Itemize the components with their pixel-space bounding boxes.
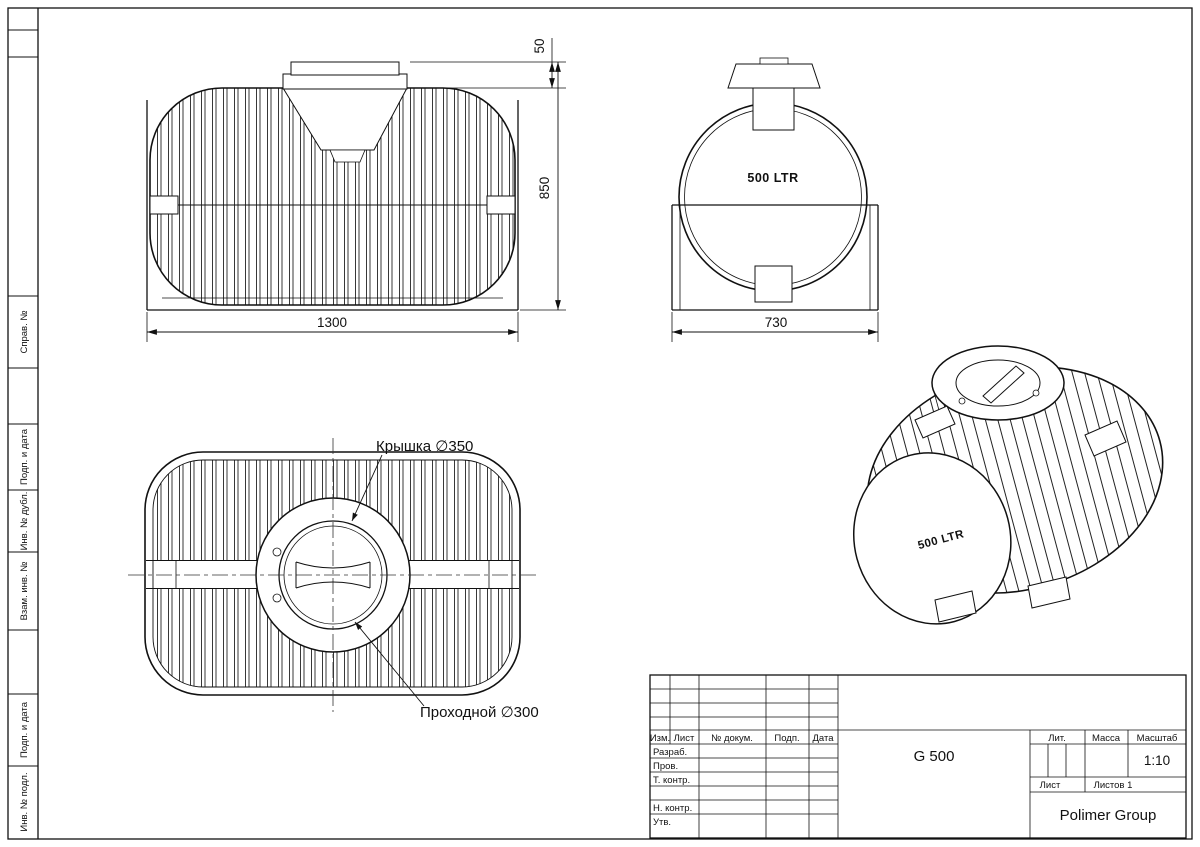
front-right-strap-lug bbox=[486, 195, 516, 215]
title-block-grid bbox=[650, 675, 1186, 838]
iso-strap-lug-left bbox=[914, 405, 956, 439]
front-dim-width-value: 1300 bbox=[317, 315, 347, 330]
iso-flange-bolt-right bbox=[1032, 389, 1040, 397]
front-lid-collar bbox=[282, 73, 408, 90]
strip-label-podp-i-data-upper: Подп. и дата bbox=[19, 428, 30, 485]
strip-label-inv-no-podl: Инв. № подл. bbox=[19, 772, 30, 831]
top-flange-bolt-upper bbox=[272, 547, 282, 557]
top-strap-band-lugs bbox=[175, 560, 490, 589]
side-dim-width-value: 730 bbox=[765, 315, 788, 330]
front-dim-extension-lines bbox=[146, 38, 566, 342]
sheet-frame: Справ. № Подп. и дата Инв. № дубл. Взам.… bbox=[7, 7, 1193, 840]
tb-row-razrab: Разраб. bbox=[653, 747, 687, 758]
front-stand bbox=[146, 100, 519, 311]
tb-lit-label: Лит. bbox=[1048, 733, 1065, 744]
tb-designation: G 500 bbox=[914, 748, 955, 765]
tb-col-list: Лист bbox=[674, 733, 695, 744]
tb-row-prov: Пров. bbox=[653, 761, 678, 772]
iso-strap-lug-right bbox=[1084, 420, 1127, 457]
iso-front-dome bbox=[852, 452, 1012, 625]
side-volume-label: 500 LTR bbox=[747, 171, 798, 185]
strip-label-vzam-inv-no: Взам. инв. № bbox=[19, 562, 30, 621]
top-view: Крышка ∅350 Проходной ∅300 bbox=[128, 438, 539, 721]
strip-label-podp-i-data-lower: Подп. и дата bbox=[19, 701, 30, 758]
title-block-border bbox=[649, 674, 1187, 839]
front-dim-height-value: 850 bbox=[537, 177, 552, 200]
iso-foot-right bbox=[1027, 576, 1071, 609]
front-neck-funnel-throat bbox=[329, 149, 366, 163]
iso-flange-bolt-left bbox=[958, 397, 966, 405]
strip-label-inv-no-dubl: Инв. № дубл. bbox=[19, 492, 30, 551]
tb-col-dok: № докум. bbox=[711, 733, 753, 744]
front-view: 1300 850 50 bbox=[146, 38, 566, 342]
top-lid-callout-text: Крышка ∅350 bbox=[376, 438, 473, 455]
frame-left-strip-dividers bbox=[8, 29, 38, 767]
tb-scale-value: 1:10 bbox=[1144, 753, 1170, 768]
tb-col-podp: Подп. bbox=[774, 733, 799, 744]
top-pass-callout-text: Проходной ∅300 bbox=[420, 704, 539, 721]
side-bottom-boss bbox=[754, 265, 793, 303]
tb-company: Polimer Group bbox=[1060, 807, 1157, 824]
top-lid-callout-leader bbox=[351, 454, 383, 522]
side-stand-inner-lines bbox=[679, 205, 871, 310]
side-neck bbox=[752, 87, 795, 131]
tb-scale-label: Масштаб bbox=[1137, 733, 1178, 744]
tb-row-utv: Утв. bbox=[653, 817, 671, 828]
tb-col-data: Дата bbox=[812, 733, 834, 744]
title-block: Изм. Лист № докум. Подп. Дата Разраб. Пр… bbox=[649, 674, 1187, 839]
tb-sheets-label: Листов 1 bbox=[1094, 780, 1133, 791]
side-dim-extension-lines bbox=[671, 312, 879, 342]
side-view: 500 LTR 730 bbox=[671, 57, 879, 342]
side-lid-knob bbox=[759, 57, 789, 65]
side-lid bbox=[727, 63, 821, 89]
iso-foot-left bbox=[934, 590, 977, 623]
top-center-lines bbox=[128, 438, 538, 712]
iso-view: 500 LTR bbox=[852, 345, 1164, 625]
top-lid-handle bbox=[295, 561, 371, 589]
front-dim-lid-height-value: 50 bbox=[532, 38, 547, 53]
tb-mass-label: Масса bbox=[1092, 733, 1121, 744]
front-lid-cap bbox=[290, 61, 400, 76]
tb-sheet-label: Лист bbox=[1040, 780, 1061, 791]
top-flange-bolt-lower bbox=[272, 593, 282, 603]
tb-col-izm: Изм. bbox=[650, 733, 670, 744]
top-pass-callout-leader bbox=[354, 621, 425, 707]
side-stand bbox=[671, 204, 879, 311]
tb-row-nkontr: Н. контр. bbox=[653, 803, 692, 814]
front-left-strap-lug bbox=[149, 195, 179, 215]
iso-lid-handle bbox=[982, 365, 1025, 404]
strip-label-sprav-no: Справ. № bbox=[19, 310, 30, 353]
tb-row-tkontr: Т. контр. bbox=[653, 775, 690, 786]
